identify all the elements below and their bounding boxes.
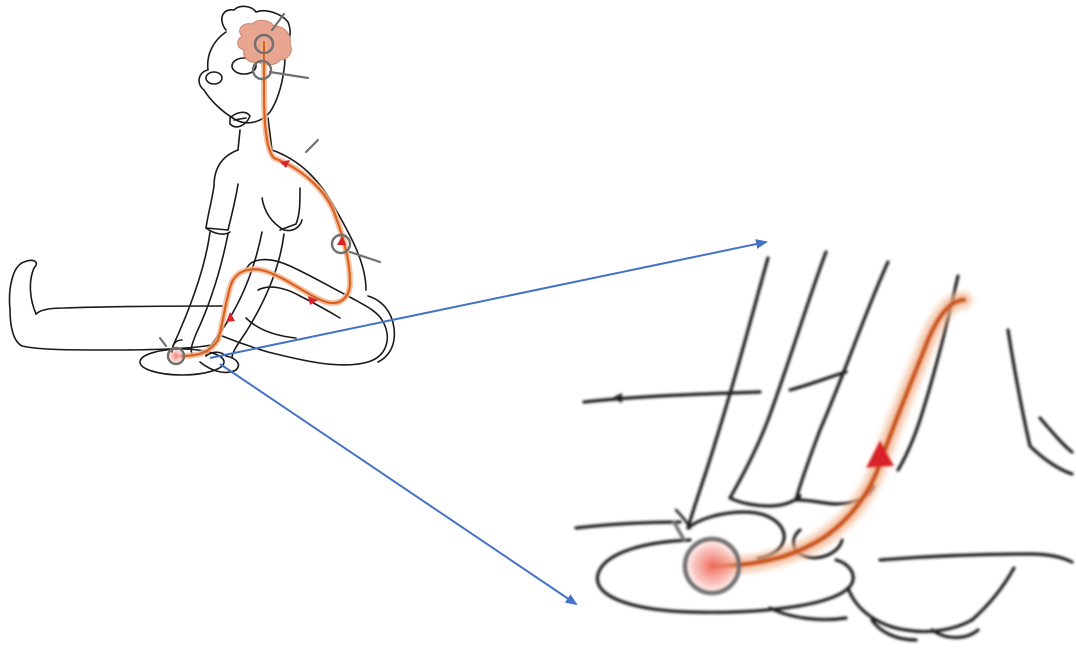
callout-arrow-upper: [210, 242, 766, 358]
seated-figure: [10, 6, 395, 375]
arrowhead-icon: [226, 160, 346, 322]
inset-arm-2: [730, 252, 826, 498]
callout-arrows: [210, 242, 766, 604]
eye-circle: [206, 72, 222, 84]
torso: [206, 150, 238, 230]
magnified-foot-detail: [576, 252, 1072, 640]
outstretched-leg: [36, 306, 222, 314]
back-arm: [172, 232, 210, 352]
heel-glow: [682, 536, 742, 596]
front-arm: [206, 232, 262, 356]
heel-receptor-small: [166, 346, 186, 366]
bent-leg: [222, 260, 387, 365]
right-sleeve: [262, 198, 302, 231]
callout-arrow-lower: [220, 364, 576, 604]
